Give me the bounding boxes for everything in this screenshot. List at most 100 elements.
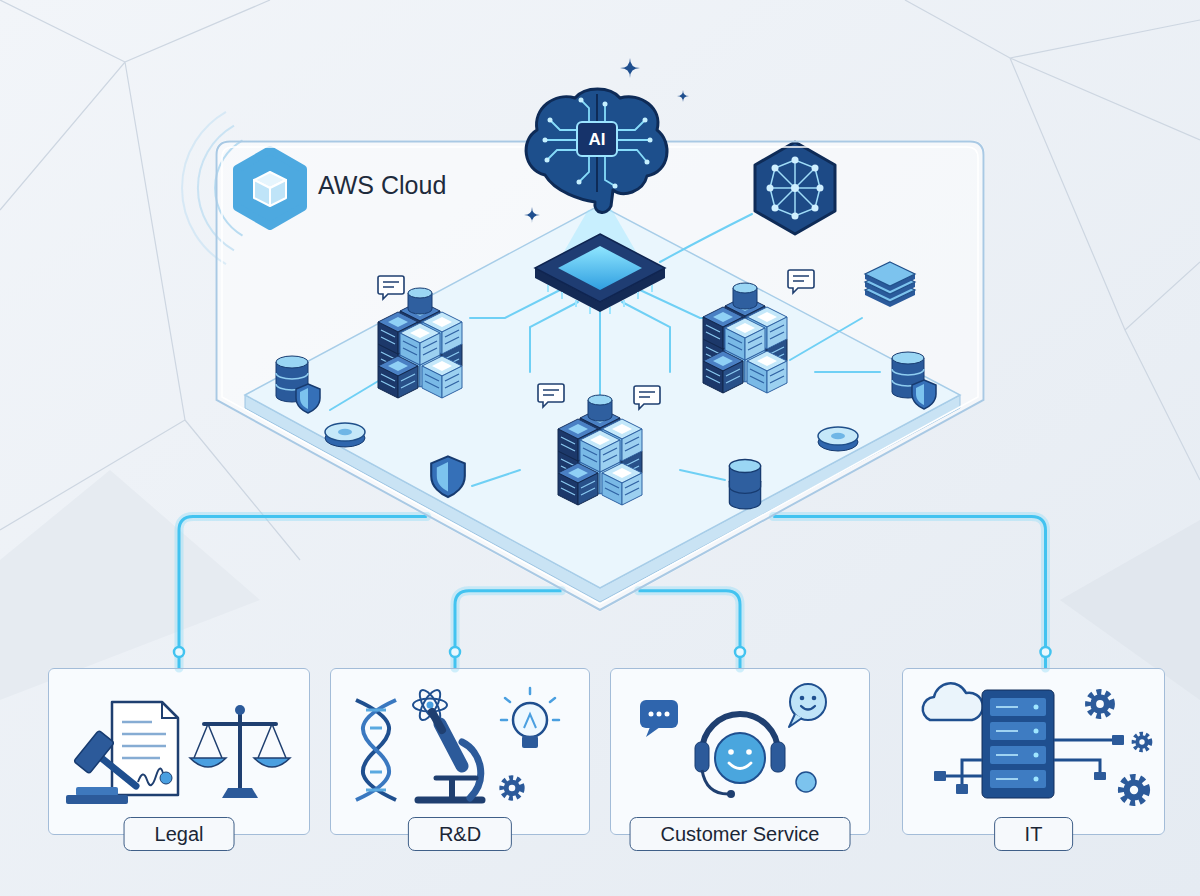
service-icons-part	[728, 749, 734, 755]
connector-dot	[1041, 647, 1051, 657]
it-icons-part	[1134, 734, 1150, 750]
network-hexagon-part	[755, 142, 835, 234]
circuit-traces-part	[790, 318, 862, 360]
network-hexagon-part	[770, 160, 820, 216]
service-icons-part	[665, 712, 670, 717]
it-icons-part	[934, 771, 946, 781]
ai-chip	[535, 234, 665, 314]
service-icons-part	[695, 742, 709, 772]
it-icons-part	[982, 690, 1054, 798]
service-icons-part	[812, 696, 817, 701]
legal-icons	[66, 702, 290, 804]
tab-holder: Customer Service	[630, 817, 851, 851]
chip-text: AI	[589, 131, 606, 148]
chat-bubble	[788, 270, 814, 293]
ai-chip-part	[548, 285, 652, 314]
connector-line	[639, 591, 741, 668]
connector	[773, 517, 1050, 668]
circuit-traces-part	[470, 290, 560, 318]
brain-drawing-part-part	[577, 180, 582, 185]
department-fills-part	[48, 668, 310, 835]
legal-icons-part	[204, 722, 276, 726]
network-hexagon-part-part	[817, 185, 824, 192]
database-shield-part	[296, 384, 320, 413]
research-icons-part	[449, 780, 455, 800]
circuit-traces-part	[640, 290, 705, 318]
database	[729, 460, 760, 509]
department-fills-part	[902, 668, 1165, 835]
research-icons-part	[524, 714, 536, 728]
server-cluster	[703, 283, 787, 393]
legal-icons-part	[254, 758, 290, 767]
service-icons-part	[727, 790, 735, 798]
brain-drawing-part-part	[548, 118, 553, 123]
connector-glow	[179, 517, 427, 668]
service-icons	[640, 684, 826, 798]
it-icons-part	[1034, 729, 1039, 734]
service-icons-part	[746, 749, 752, 755]
network-hexagon-part-part	[812, 205, 819, 212]
circuit-traces-part	[622, 302, 670, 372]
connector-glow	[639, 591, 741, 668]
it-icons-part	[956, 784, 968, 794]
service-icons-part	[640, 700, 678, 728]
connector	[450, 591, 562, 668]
connector-line	[455, 591, 562, 668]
database-shield	[276, 356, 320, 413]
department-label: Customer Service	[630, 817, 851, 851]
chat-bubble	[378, 276, 404, 299]
service-icons-part	[771, 742, 785, 772]
database-part	[729, 460, 760, 494]
chat-bubble	[538, 384, 564, 407]
platform	[245, 205, 960, 602]
research-icons-part	[432, 712, 442, 730]
legal-icons-part	[162, 702, 178, 718]
circuit-traces-part	[599, 312, 601, 398]
network-hexagon-part	[767, 157, 824, 220]
brain-drawing-part-part	[543, 138, 548, 143]
service-icons-part	[801, 706, 815, 710]
department-fills-part	[610, 668, 870, 835]
connector	[174, 517, 427, 668]
brain-drawing-part-part	[645, 160, 650, 165]
cloud-icon-part	[254, 180, 286, 206]
layer-stack	[865, 262, 915, 307]
brain-drawing	[515, 80, 680, 225]
department-box: Legal	[48, 668, 310, 835]
server-cluster	[558, 395, 642, 505]
connector-line	[773, 517, 1045, 668]
brain-drawing-part-part	[603, 102, 608, 107]
department-box: IT	[902, 668, 1165, 835]
storage-disc	[325, 423, 365, 447]
network-hexagon-part-part	[772, 205, 779, 212]
brain-drawing-part	[526, 89, 667, 212]
research-icons-part	[522, 736, 538, 748]
department-box: R&D	[330, 668, 590, 835]
research-icons-part	[356, 700, 396, 800]
sparkles	[524, 58, 689, 223]
it-icons-part	[1034, 777, 1039, 782]
brain-drawing-part-part	[579, 98, 584, 103]
tab-holder: Legal	[124, 817, 235, 851]
connector	[639, 591, 746, 668]
brain-drawing-part-part	[545, 158, 550, 163]
circuit-traces-part	[680, 470, 725, 480]
service-icons-part	[789, 714, 802, 727]
background-facet	[0, 470, 260, 700]
security-shield	[431, 456, 465, 497]
circuit-traces-part	[330, 380, 380, 410]
service-icons-part	[715, 733, 765, 783]
circuit-traces-part	[660, 214, 752, 262]
circuit-traces-part	[530, 302, 578, 372]
research-icons-part	[366, 710, 386, 790]
it-icons-part	[1034, 705, 1039, 710]
network-hexagon-part-part	[791, 184, 799, 192]
storage-disc	[818, 427, 858, 451]
it-icons-part	[946, 740, 1112, 784]
department-label: R&D	[408, 817, 512, 851]
connector-dot	[450, 647, 460, 657]
legal-icons-part	[160, 772, 172, 784]
connector-glow	[455, 591, 562, 668]
legal-icons-part	[76, 787, 118, 796]
ai-chip-part	[558, 246, 642, 290]
